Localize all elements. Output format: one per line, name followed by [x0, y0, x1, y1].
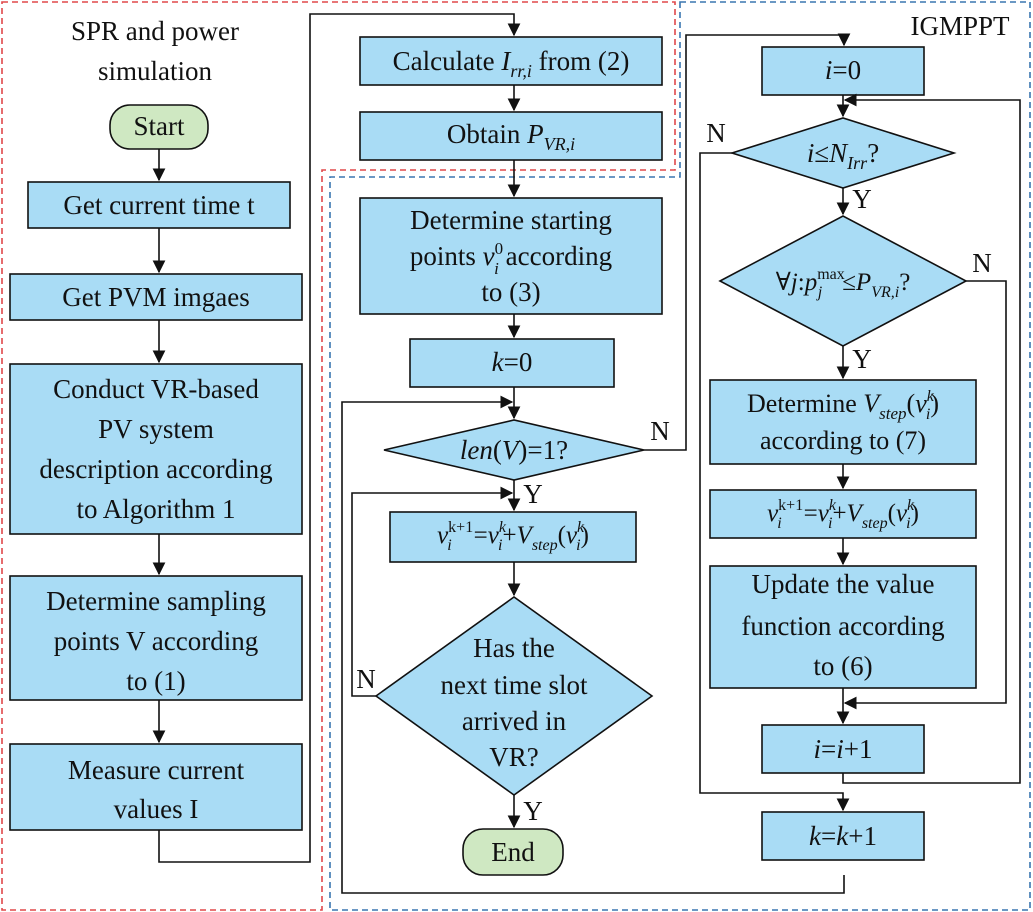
k-zero-label: k=0	[492, 347, 533, 377]
update-v-right-box	[709, 489, 977, 539]
get-images-box	[9, 273, 303, 321]
conduct-vr-line-3: description according	[39, 454, 272, 484]
determine-starting-line-1: Determine starting	[410, 205, 612, 235]
edge-len-no-to-izero	[644, 33, 851, 451]
i-zero-box	[761, 46, 925, 96]
conduct-vr-box	[9, 363, 303, 535]
spr-region-border	[1, 1, 676, 911]
start-label: Start	[134, 111, 185, 141]
i-check-decision	[729, 117, 957, 189]
determine-sampling-line-3: to (1)	[126, 666, 185, 696]
update-v-mid-box	[389, 511, 637, 563]
determine-vstep-box	[709, 379, 977, 465]
determine-vstep-line-2: according to (7)	[760, 426, 926, 455]
i-inc-box	[761, 724, 925, 774]
obtain-pvr-label: Obtain PVR,i	[447, 119, 575, 154]
igmppt-region-title: IGMPPT	[910, 11, 1010, 41]
k-inc-box	[761, 811, 925, 861]
spr-region-title: SPR and power	[71, 16, 239, 46]
end-terminal	[462, 828, 564, 876]
edge-iinc-loop	[842, 93, 1021, 784]
calc-irr-box	[359, 36, 663, 86]
edge-forall-no-bypass	[843, 280, 1007, 710]
update-value-line-3: to (6)	[813, 651, 872, 681]
k-zero-box	[409, 338, 615, 388]
next-slot-decision	[374, 596, 654, 796]
get-images-label: Get PVM imgaes	[62, 282, 249, 312]
k-inc-label: k=k+1	[809, 821, 877, 851]
i-check-label: i≤NIrr?	[807, 138, 879, 173]
edge-measure-calc	[158, 13, 521, 863]
conduct-vr-line-1: Conduct VR-based	[53, 374, 259, 404]
forall-yes-label: Y	[852, 344, 872, 374]
icheck-yes-label: Y	[852, 184, 872, 214]
len-check-label: len(V)=1?	[460, 435, 568, 465]
edge-nextslot-no-loop	[351, 486, 514, 697]
nextslot-yes-label: Y	[523, 796, 543, 826]
get-time-box	[27, 181, 291, 229]
obtain-pvr-box	[359, 111, 663, 161]
determine-starting-line-3: to (3)	[481, 277, 540, 307]
determine-sampling-line-2: points V according	[54, 626, 258, 656]
len-no-label: N	[650, 416, 670, 446]
determine-starting-box	[359, 197, 663, 315]
measure-current-line-1: Measure current	[68, 755, 245, 785]
nextslot-no-label: N	[356, 664, 376, 694]
next-slot-line-4: VR?	[489, 742, 539, 772]
next-slot-line-1: Has the	[473, 633, 555, 663]
len-yes-label: Y	[523, 479, 543, 509]
icheck-no-label: N	[706, 118, 726, 148]
next-slot-line-3: arrived in	[462, 706, 567, 736]
i-zero-label: i=0	[825, 55, 861, 85]
measure-current-line-2: values I	[114, 794, 199, 824]
get-time-label: Get current time t	[63, 190, 255, 220]
update-value-line-2: function according	[741, 611, 944, 641]
i-inc-label: i=i+1	[814, 734, 873, 764]
determine-sampling-box	[9, 575, 303, 701]
determine-sampling-line-1: Determine sampling	[46, 586, 266, 616]
end-label: End	[491, 837, 535, 867]
spr-region-subtitle: simulation	[98, 56, 212, 86]
measure-current-box	[9, 743, 303, 831]
conduct-vr-line-2: PV system	[98, 414, 214, 444]
igmppt-region-border	[329, 1, 1031, 911]
edge-icheck-no-to-kinc	[699, 152, 850, 812]
conduct-vr-line-4: to Algorithm 1	[76, 494, 235, 524]
edge-kinc-loop	[341, 395, 845, 894]
calc-irr-label: Calculate Irr,i from (2)	[393, 46, 630, 81]
update-value-line-1: Update the value	[752, 569, 935, 599]
next-slot-line-2: next time slot	[441, 670, 588, 700]
forall-no-label: N	[972, 248, 992, 278]
